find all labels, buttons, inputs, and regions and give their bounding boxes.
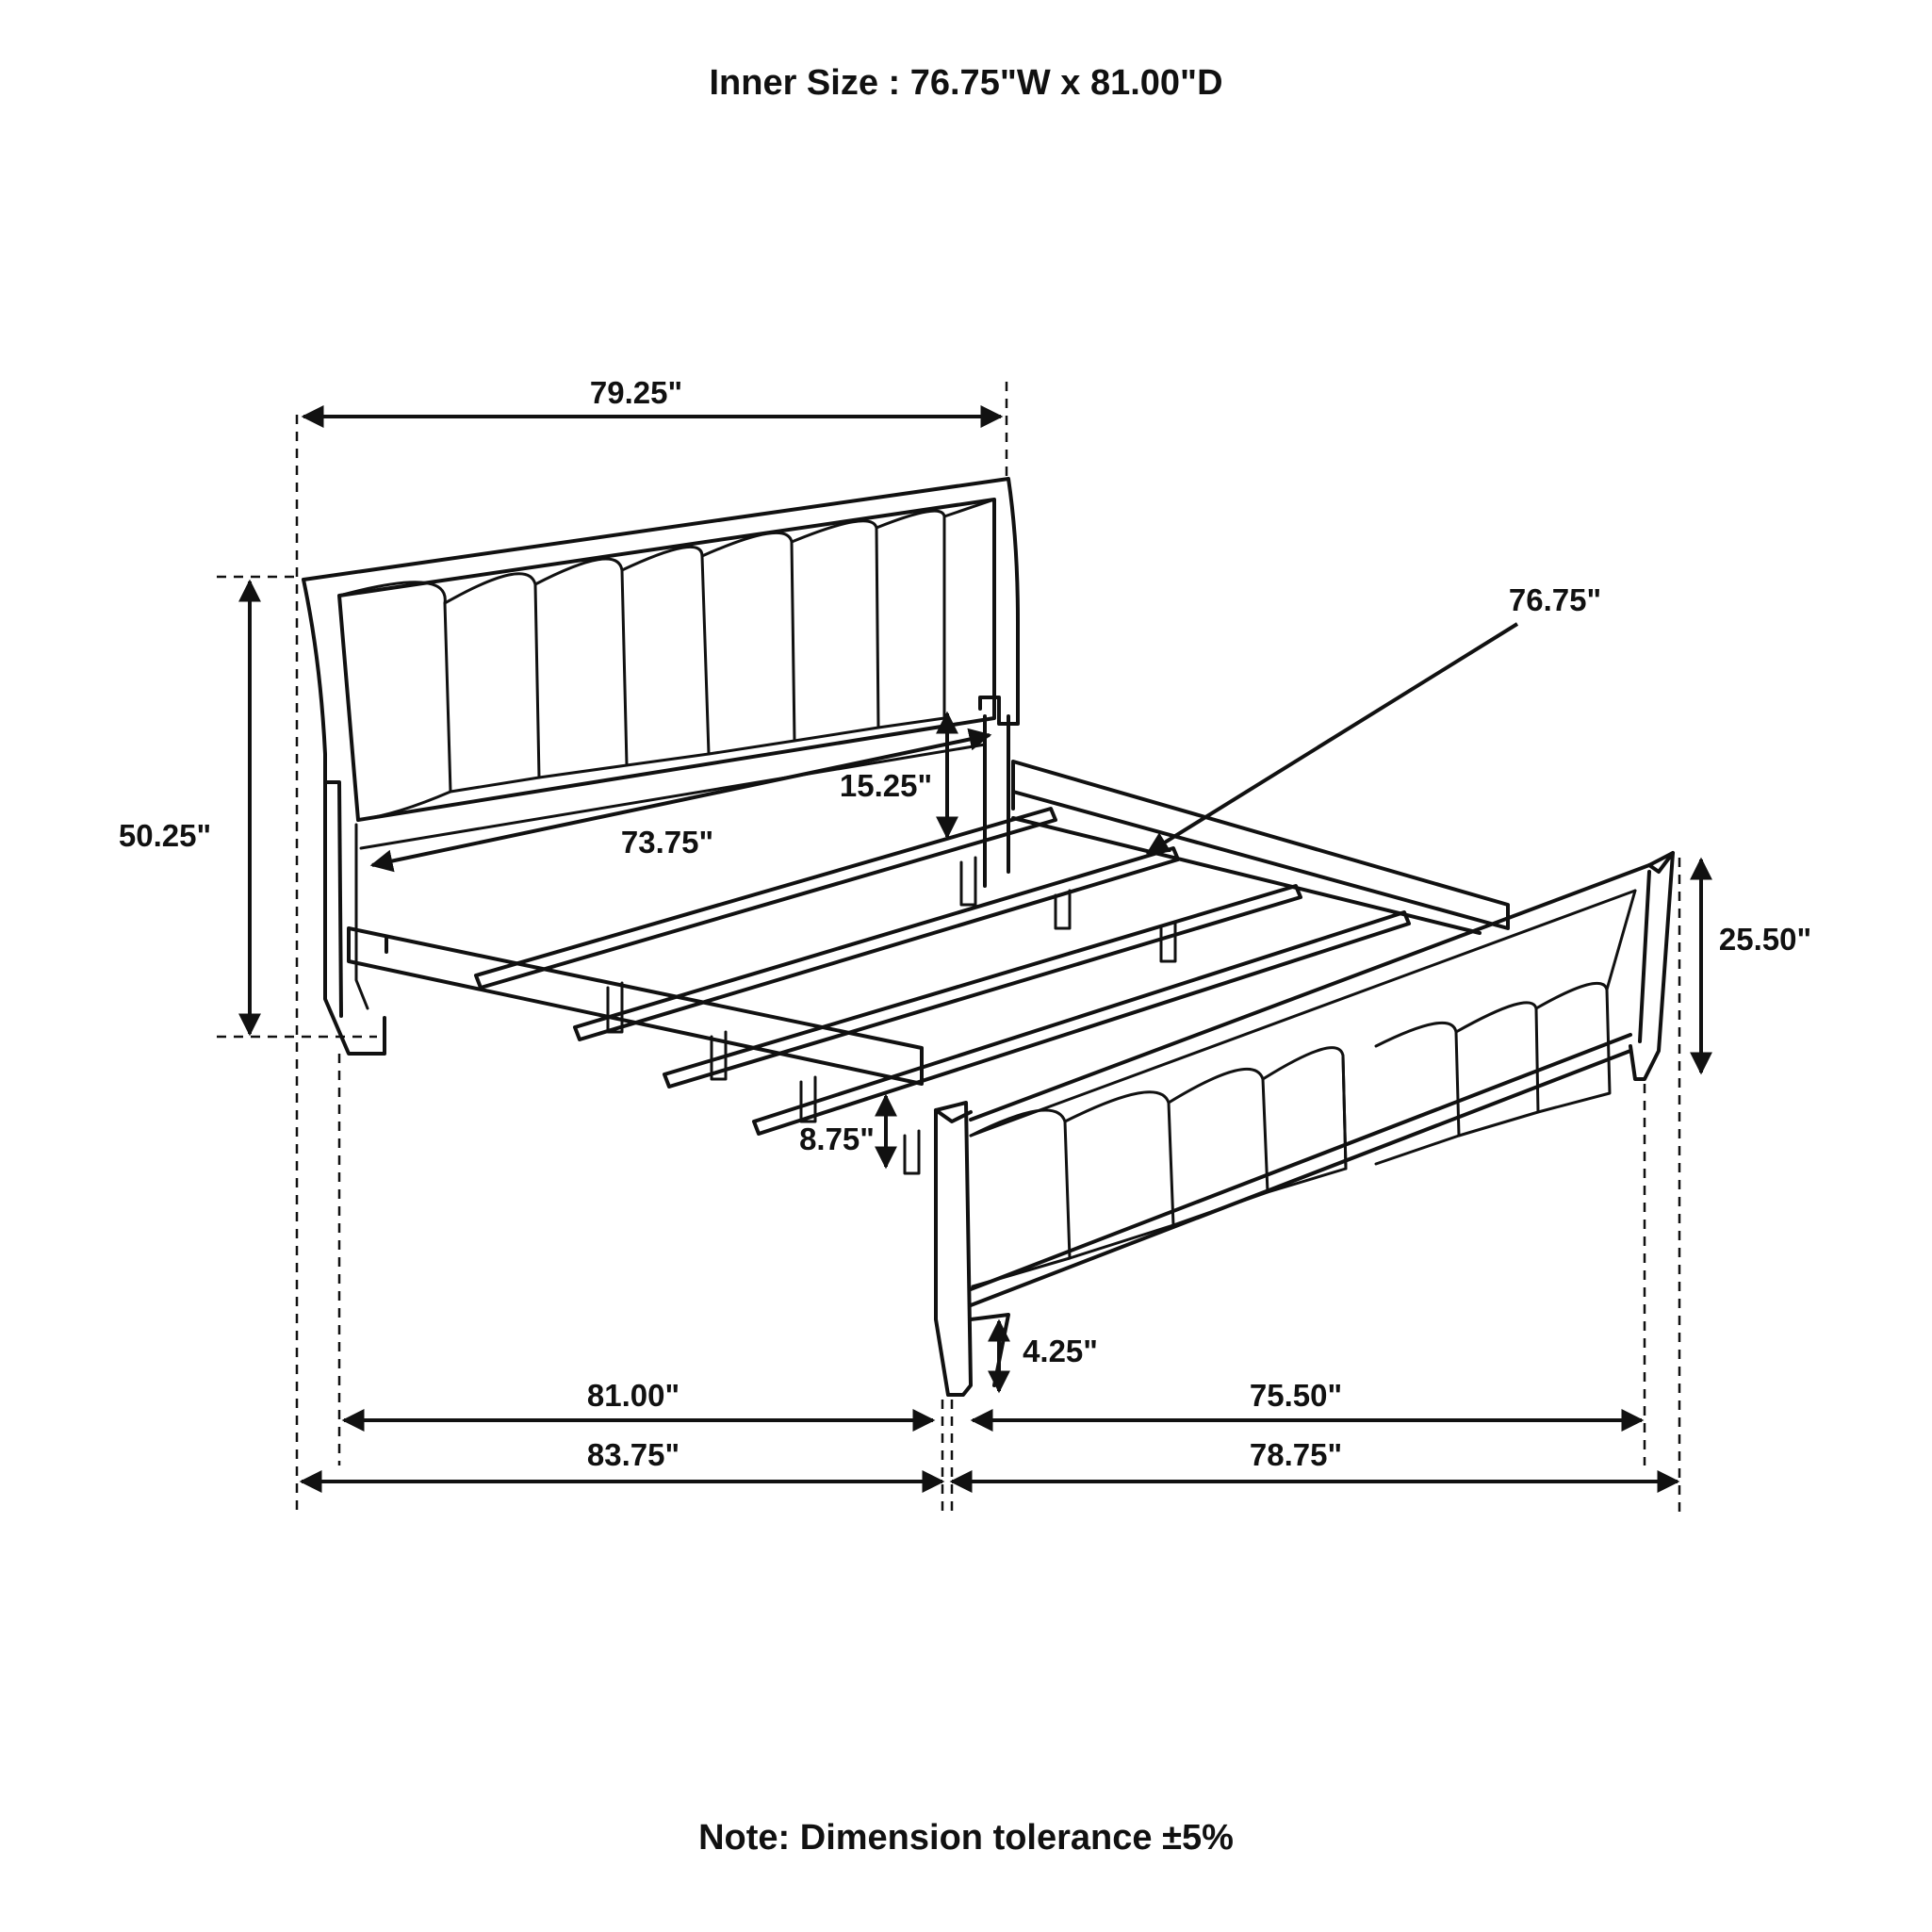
headboard-height-label: 50.25" xyxy=(119,818,211,853)
headboard xyxy=(302,477,1020,1056)
overall-length-label: 83.75" xyxy=(587,1437,679,1472)
overall-width-label: 79.25" xyxy=(590,375,682,410)
footboard-overall-width-label: 78.75" xyxy=(1250,1437,1342,1472)
footboard xyxy=(934,851,1675,1397)
tolerance-note: Note: Dimension tolerance ±5% xyxy=(698,1818,1234,1858)
leg-clearance-label: 4.25" xyxy=(1023,1334,1098,1368)
headboard-panel-height-label: 15.25" xyxy=(840,768,932,803)
extension-lines xyxy=(217,382,1681,1513)
rail-height-label: 8.75" xyxy=(799,1122,875,1156)
side-rails xyxy=(347,760,1510,1086)
headboard-inner-width-label: 73.75" xyxy=(621,825,713,860)
inner-size-heading: Inner Size : 76.75"W x 81.00"D xyxy=(709,63,1222,103)
dimension-lines xyxy=(238,405,1712,1493)
inner-length-label: 81.00" xyxy=(587,1378,679,1413)
footboard-inner-width-label: 75.50" xyxy=(1250,1378,1342,1413)
inner-width-diagonal-label: 76.75" xyxy=(1509,582,1601,617)
footboard-height-label: 25.50" xyxy=(1719,922,1811,957)
